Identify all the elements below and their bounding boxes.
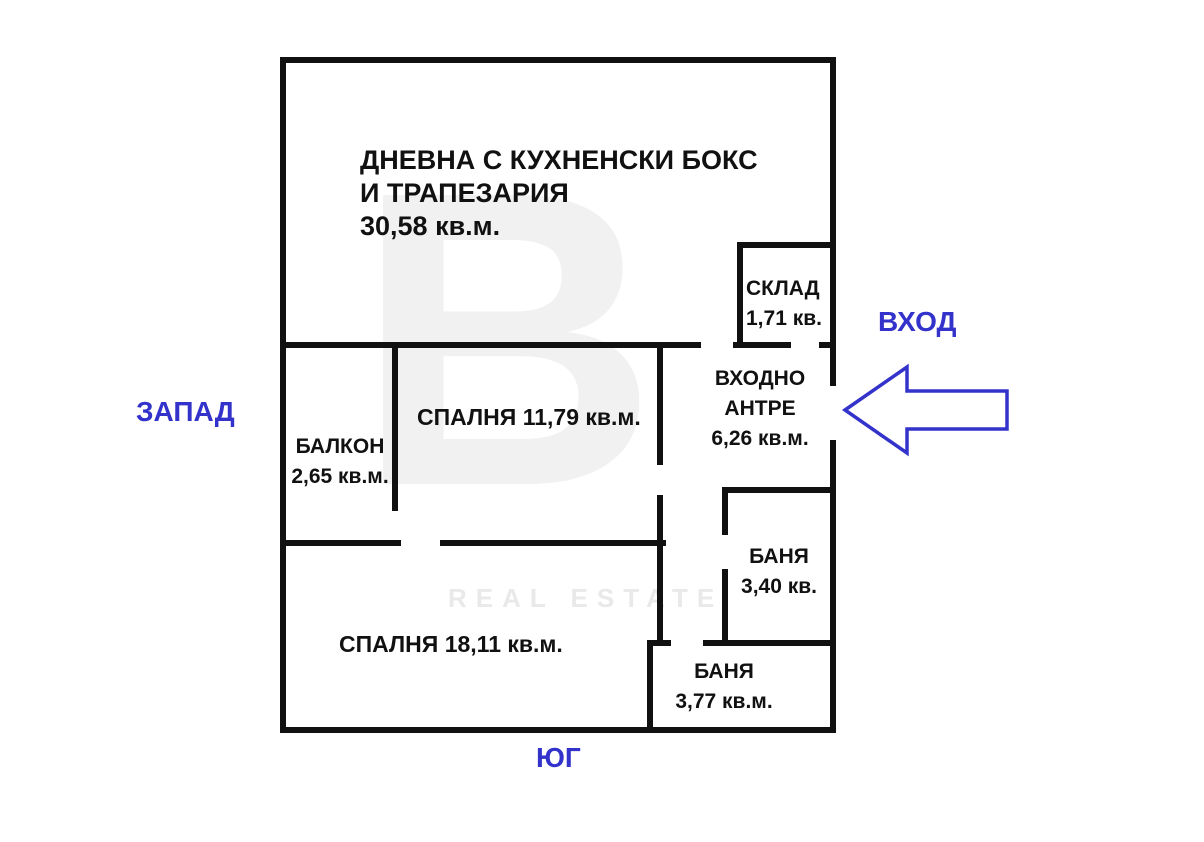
storage-room-label: СКЛАД 1,71 кв. — [746, 274, 822, 334]
bedroom-2-label: СПАЛНЯ 18,11 кв.м. — [339, 631, 563, 657]
living-room-label: ДНЕВНА С КУХНЕНСКИ БОКС И ТРАПЕЗАРИЯ 30,… — [360, 144, 758, 243]
entry-hall-label: ВХОДНО АНТРЕ 6,26 кв.м. — [690, 364, 830, 454]
storage-room-area: 1,71 кв. — [746, 307, 822, 330]
balcony-name: БАЛКОН — [295, 435, 385, 458]
direction-entrance-label: ВХОД — [878, 306, 957, 337]
bathroom-1-label: БАНЯ 3,40 кв. — [727, 542, 831, 602]
entrance-arrow — [841, 363, 1009, 457]
balcony-area: 2,65 кв.м. — [291, 465, 389, 488]
entry-hall-name-line1: ВХОДНО — [714, 367, 806, 390]
entry-hall-area: 6,26 кв.м. — [711, 427, 809, 450]
entry-hall-name-line2: АНТРЕ — [724, 397, 796, 420]
outer-walls — [280, 57, 836, 733]
direction-south-label: ЮГ — [536, 742, 581, 773]
direction-west-label: ЗАПАД — [136, 396, 235, 427]
inner-walls — [280, 242, 836, 733]
bathroom-2-label: БАНЯ 3,77 кв.м. — [660, 657, 788, 717]
balcony-label: БАЛКОН 2,65 кв.м. — [284, 432, 396, 492]
storage-room-name: СКЛАД — [746, 277, 820, 300]
living-room-name-line2: И ТРАПЕЗАРИЯ — [360, 178, 569, 208]
bathroom-2-name: БАНЯ — [694, 660, 754, 683]
living-room-name-line1: ДНЕВНА С КУХНЕНСКИ БОКС — [360, 145, 758, 175]
bathroom-2-area: 3,77 кв.м. — [675, 690, 773, 713]
bathroom-1-area: 3,40 кв. — [741, 575, 817, 598]
living-room-area: 30,58 кв.м. — [360, 211, 501, 241]
bathroom-1-name: БАНЯ — [749, 545, 809, 568]
bedroom-1-label: СПАЛНЯ 11,79 кв.м. — [417, 404, 641, 430]
